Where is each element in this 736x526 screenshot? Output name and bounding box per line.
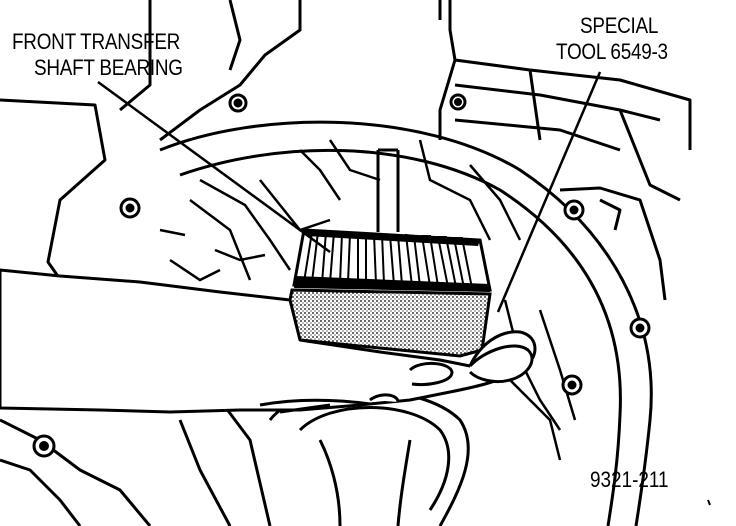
tool-callout-line-2: TOOL 6549-3 (556, 39, 668, 64)
bearing-callout-line-2: SHAFT BEARING (34, 55, 183, 80)
tool-leader-line (496, 71, 602, 313)
bearing-callout-line-1: FRONT TRANSFER (12, 29, 181, 54)
case-ribs (159, 139, 577, 461)
bearing-leader-line (97, 80, 331, 254)
figure-number: 9321-211 (590, 467, 669, 492)
tool-callout-line-1: SPECIAL (580, 13, 659, 38)
shaft-bore (268, 148, 470, 526)
leader-lines (97, 71, 602, 313)
technician-hand (0, 268, 537, 414)
front-transfer-shaft-bearing (292, 228, 492, 292)
case-housing (0, 0, 692, 526)
